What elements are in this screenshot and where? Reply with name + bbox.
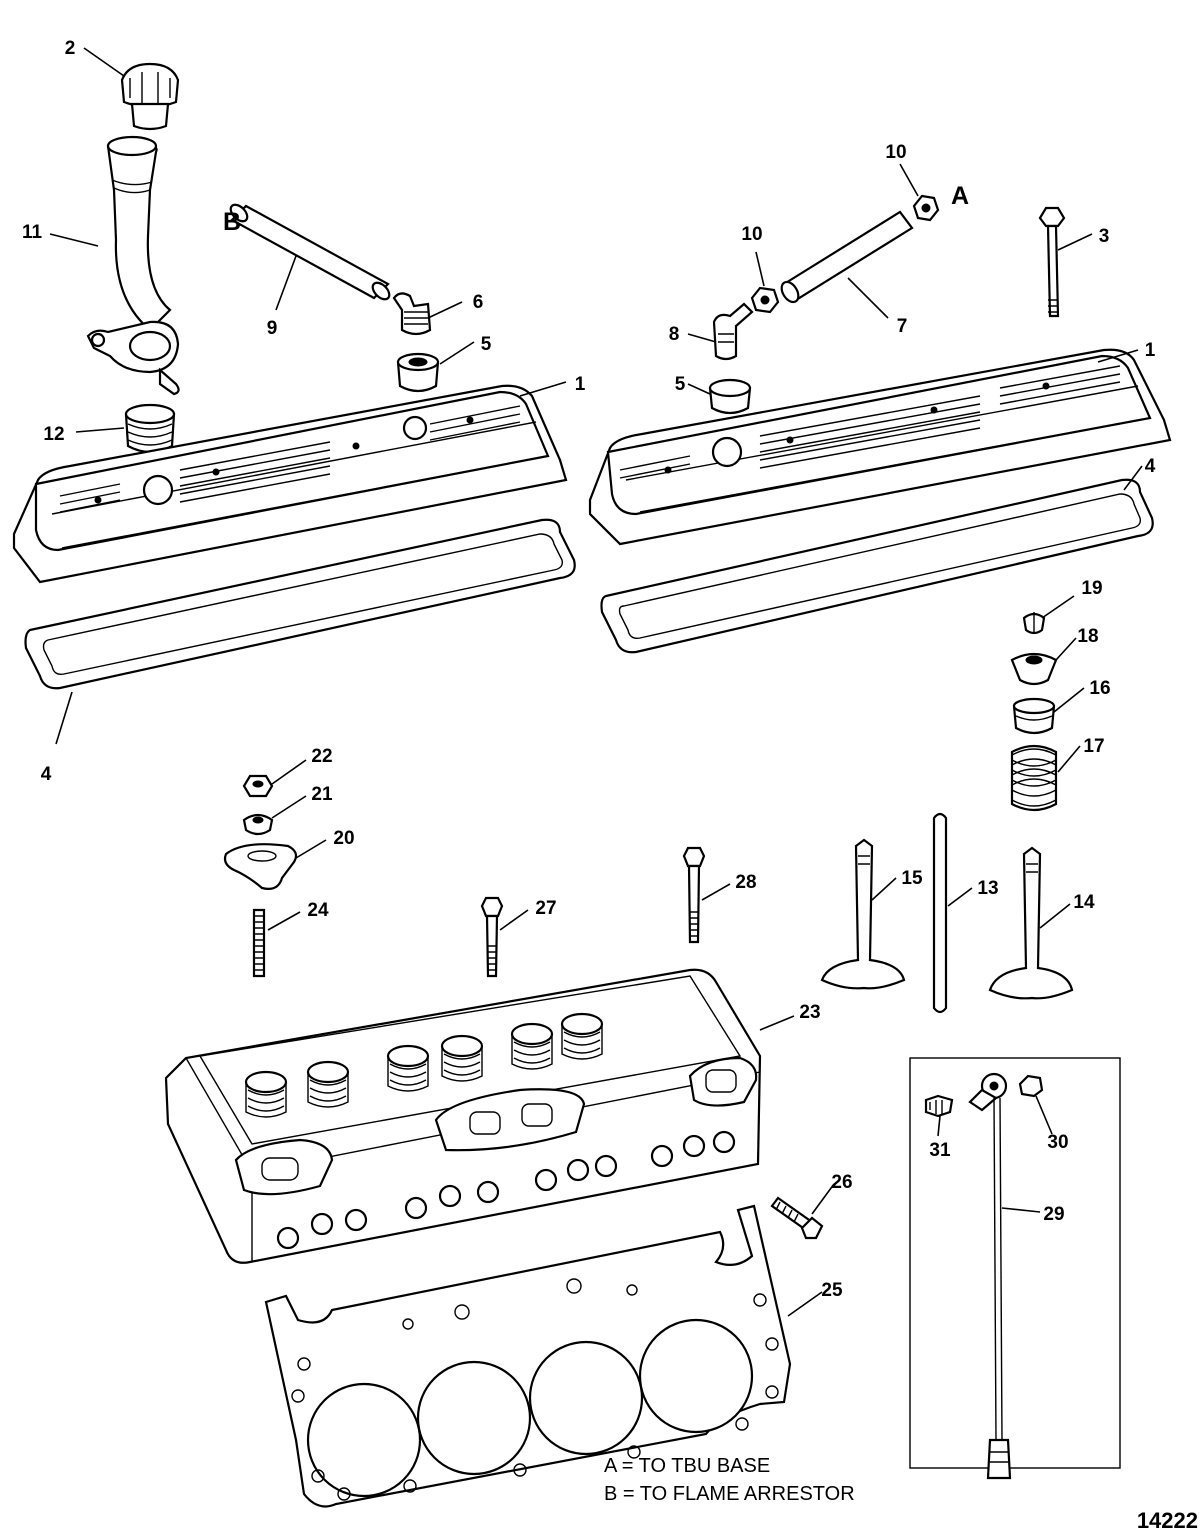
callout-6: 6 bbox=[473, 292, 484, 313]
leader-lines bbox=[49, 47, 1143, 1317]
callout-3: 3 bbox=[1099, 226, 1110, 247]
valve-14 bbox=[988, 846, 1074, 1000]
callout-22: 22 bbox=[311, 746, 332, 767]
callout-4-right: 4 bbox=[1145, 456, 1156, 477]
callout-26: 26 bbox=[831, 1172, 852, 1193]
rocker-stud-24 bbox=[252, 908, 266, 978]
pcv-elbow-6 bbox=[392, 292, 432, 336]
valve-spring-17 bbox=[1010, 744, 1058, 812]
head-bolt-27 bbox=[480, 896, 504, 978]
callout-5-right: 5 bbox=[675, 374, 686, 395]
nut-10-middle bbox=[750, 286, 780, 314]
callout-numbers: 2 11 12 B 9 6 5 1 4 10 A 10 8 7 5 3 1 4 … bbox=[22, 38, 1156, 1301]
callout-1-left: 1 bbox=[575, 374, 586, 395]
callout-7: 7 bbox=[897, 316, 908, 337]
callout-10-middle: 10 bbox=[741, 224, 762, 245]
callout-25: 25 bbox=[821, 1280, 843, 1301]
bolt-26 bbox=[770, 1196, 824, 1240]
callout-31: 31 bbox=[929, 1140, 951, 1161]
grommet-5-left bbox=[396, 352, 440, 393]
valve-cover-gasket-left bbox=[24, 518, 576, 690]
callout-18: 18 bbox=[1077, 626, 1098, 647]
callout-13: 13 bbox=[977, 878, 998, 899]
hose-label-a: A bbox=[951, 182, 969, 210]
callout-2: 2 bbox=[65, 38, 76, 59]
callout-16: 16 bbox=[1089, 678, 1110, 699]
hose-9 bbox=[229, 203, 391, 301]
grommet-5-right bbox=[708, 378, 752, 415]
head-valve-springs bbox=[244, 1012, 604, 1118]
callout-21: 21 bbox=[311, 784, 333, 805]
valve-15 bbox=[820, 838, 906, 990]
nut-30 bbox=[1018, 1074, 1044, 1098]
hose-label-b: B bbox=[223, 208, 241, 236]
head-gasket-25 bbox=[264, 1204, 792, 1508]
callout-10-top: 10 bbox=[885, 142, 906, 163]
legend-line-a: A = TO TBU BASE bbox=[604, 1455, 770, 1477]
callout-15: 15 bbox=[901, 868, 923, 889]
fitting-8 bbox=[712, 302, 754, 361]
knock-sensor-29 bbox=[968, 1072, 1012, 1480]
callout-23: 23 bbox=[799, 1002, 820, 1023]
legend: A = TO TBU BASE B = TO FLAME ARRESTOR bbox=[604, 1455, 855, 1505]
figure-number: 14222 bbox=[1137, 1508, 1198, 1533]
rocker-nut-22 bbox=[242, 774, 274, 798]
knock-sensor-inset bbox=[909, 1057, 1121, 1480]
oil-filler-tube bbox=[86, 135, 180, 396]
head-bolt-28 bbox=[682, 846, 706, 944]
valve-spring-retainer-18 bbox=[1010, 652, 1058, 686]
pushrod-13 bbox=[932, 812, 948, 1014]
valve-cover-gasket-right bbox=[600, 478, 1154, 654]
grommet-12 bbox=[124, 403, 176, 454]
callout-1-right: 1 bbox=[1145, 340, 1156, 361]
callout-5-left: 5 bbox=[481, 334, 492, 355]
callout-30: 30 bbox=[1047, 1132, 1068, 1153]
callout-12: 12 bbox=[43, 424, 64, 445]
valve-cover-left bbox=[12, 384, 568, 584]
callout-14: 14 bbox=[1073, 892, 1095, 913]
legend-line-b: B = TO FLAME ARRESTOR bbox=[604, 1483, 855, 1505]
oil-filler-cap bbox=[120, 62, 180, 131]
callout-29: 29 bbox=[1043, 1204, 1064, 1225]
callout-11: 11 bbox=[22, 222, 43, 243]
callout-27: 27 bbox=[535, 898, 556, 919]
cylinder-head-23 bbox=[164, 968, 762, 1264]
valve-keepers-19 bbox=[1022, 612, 1046, 635]
hose-7 bbox=[780, 210, 914, 304]
valve-seal-16 bbox=[1012, 697, 1056, 735]
rocker-ball-21 bbox=[242, 813, 274, 836]
callout-9: 9 bbox=[267, 318, 278, 339]
callout-4-left: 4 bbox=[41, 764, 52, 785]
bolt-3 bbox=[1038, 206, 1066, 318]
callout-17: 17 bbox=[1083, 736, 1104, 757]
rocker-arm-20 bbox=[223, 843, 298, 890]
callout-20: 20 bbox=[333, 828, 354, 849]
callout-19: 19 bbox=[1081, 578, 1102, 599]
callout-28: 28 bbox=[735, 872, 756, 893]
adapter-31 bbox=[924, 1094, 954, 1118]
nut-10-top bbox=[912, 194, 940, 222]
callout-24: 24 bbox=[307, 900, 329, 921]
callout-8: 8 bbox=[669, 324, 680, 345]
valve-cover-right bbox=[588, 348, 1172, 546]
